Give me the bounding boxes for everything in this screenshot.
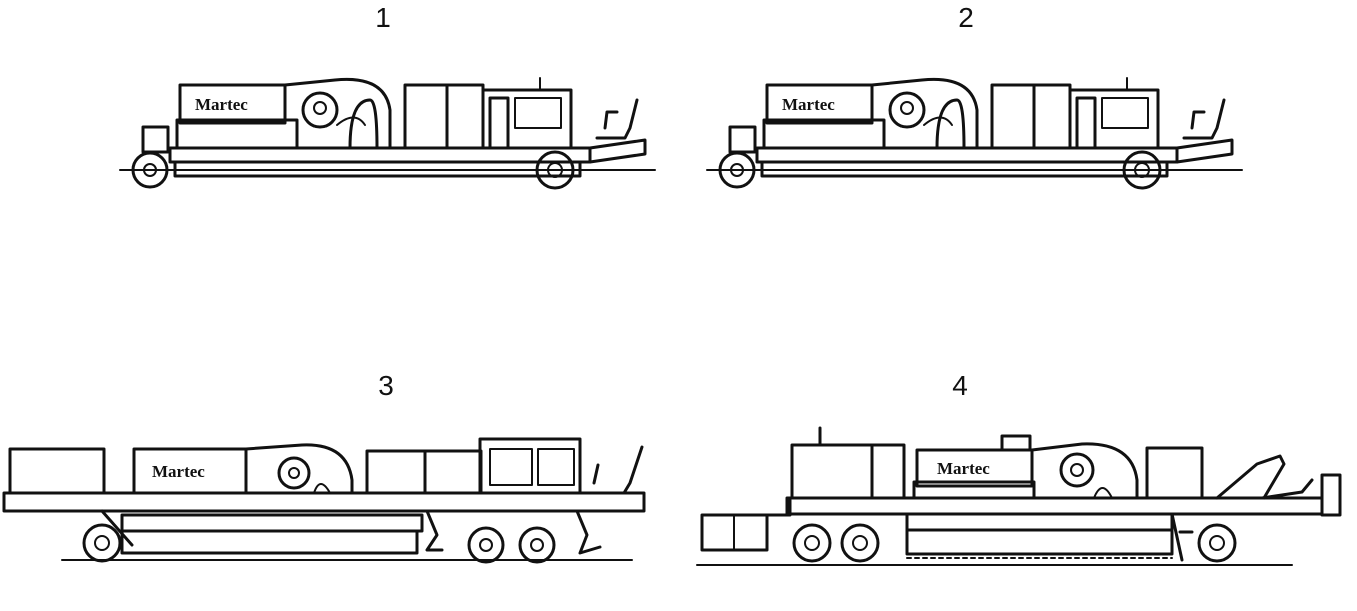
vehicle-4-working-config: Martec — [696, 426, 1342, 566]
panel-3-label: 3 — [378, 370, 394, 401]
logo-martec-1: Martec — [195, 95, 248, 114]
logo-martec-3: Martec — [152, 462, 205, 481]
vehicle-3-working-config: Martec — [2, 437, 646, 564]
panel-4-label: 4 — [952, 370, 968, 401]
panel-2-label: 2 — [958, 2, 974, 33]
vehicle-1-transport-config: Martec — [119, 77, 656, 190]
logo-martec-2: Martec — [782, 95, 835, 114]
panel-1-label: 1 — [375, 2, 391, 33]
logo-martec-4: Martec — [937, 459, 990, 478]
vehicle-2-transport-config: Martec — [706, 77, 1243, 190]
